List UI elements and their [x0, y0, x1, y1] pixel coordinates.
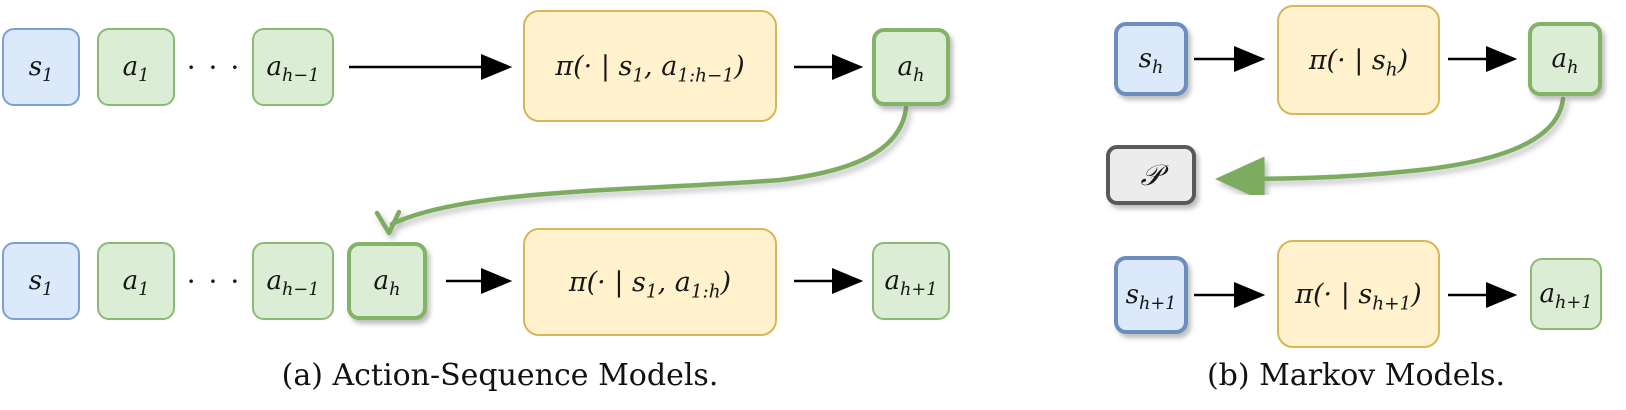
policy-label: π(· | sh+1) — [1295, 278, 1422, 314]
action-label: ah+1 — [884, 266, 938, 301]
action-box-ah-row2: ah — [347, 242, 427, 320]
action-box-a1-row1: a1 — [97, 28, 175, 106]
state-box-s1-row2: s1 — [2, 242, 80, 320]
action-label: ah+1 — [1539, 279, 1593, 314]
action-label: ah — [373, 266, 401, 301]
action-box-ahplus1-row2: ah+1 — [872, 242, 950, 320]
action-box-ah-row1: ah — [872, 28, 950, 106]
action-label: a1 — [122, 52, 150, 87]
action-label: ah−1 — [266, 266, 320, 301]
state-box-sh: sh — [1114, 22, 1188, 96]
policy-box-row2: π(· | s1, a1:h) — [523, 228, 777, 336]
transition-box-P: 𝒫 — [1106, 145, 1196, 205]
state-label: sh — [1138, 44, 1164, 79]
action-label: a1 — [122, 266, 150, 301]
transition-label: 𝒫 — [1140, 157, 1162, 192]
feedback-curve-a — [374, 105, 909, 236]
action-label: ah−1 — [266, 52, 320, 87]
policy-box-row1: π(· | s1, a1:h−1) — [523, 10, 777, 122]
state-box-s1-row1: s1 — [2, 28, 80, 106]
feedback-arrowhead-a — [374, 209, 402, 236]
policy-label: π(· | s1, a1:h) — [568, 266, 732, 302]
action-box-ahminus1-row1: ah−1 — [252, 28, 334, 106]
action-box-ah: ah — [1528, 22, 1602, 96]
action-box-ahplus1: ah+1 — [1530, 258, 1602, 330]
action-label: ah — [897, 52, 925, 87]
action-box-a1-row2: a1 — [97, 242, 175, 320]
policy-box-shplus1: π(· | sh+1) — [1277, 240, 1440, 348]
caption-b: (b) Markov Models. — [1206, 358, 1506, 393]
policy-box-sh: π(· | sh) — [1277, 5, 1440, 115]
state-box-shplus1: sh+1 — [1114, 256, 1188, 334]
action-to-transition-curve-b — [1215, 96, 1566, 202]
state-label: sh+1 — [1125, 280, 1177, 315]
caption-a: (a) Action-Sequence Models. — [281, 358, 719, 393]
action-box-ahminus1-row2: ah−1 — [252, 242, 334, 320]
state-label: s1 — [28, 52, 54, 87]
action-label: ah — [1551, 44, 1579, 79]
ellipsis-row2: · · · — [186, 264, 242, 298]
policy-label: π(· | sh) — [1308, 44, 1409, 80]
state-label: s1 — [28, 266, 54, 301]
ellipsis-row1: · · · — [186, 50, 242, 84]
policy-label: π(· | s1, a1:h−1) — [555, 50, 745, 86]
